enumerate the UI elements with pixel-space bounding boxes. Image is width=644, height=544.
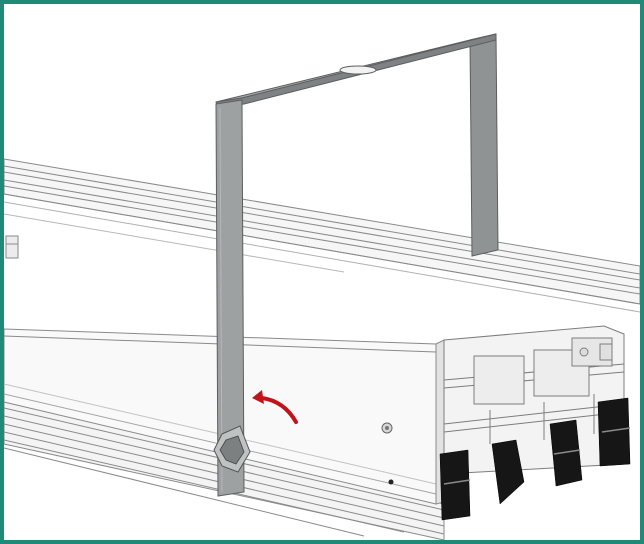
black-clip-icon: [439, 449, 471, 521]
screw-icon: [381, 422, 393, 434]
upper-rail: [4, 158, 640, 313]
mounting-illustration: [4, 33, 640, 540]
black-clip-icon: [597, 397, 631, 467]
hanger-slot: [339, 65, 377, 75]
hanger-front-strap: [215, 99, 245, 497]
upper-rail-face: [4, 158, 640, 305]
profile-cross-section: [443, 325, 625, 475]
hanger-back-strap: [469, 33, 499, 257]
black-clips: [439, 397, 631, 521]
rail-end-block: [5, 235, 19, 259]
black-clip-icon: [491, 439, 525, 505]
screw-icon: [388, 479, 394, 485]
curved-arrow-icon: [252, 390, 298, 424]
black-clip-icon: [549, 419, 583, 487]
metal-hanger-bracket: [213, 33, 499, 497]
